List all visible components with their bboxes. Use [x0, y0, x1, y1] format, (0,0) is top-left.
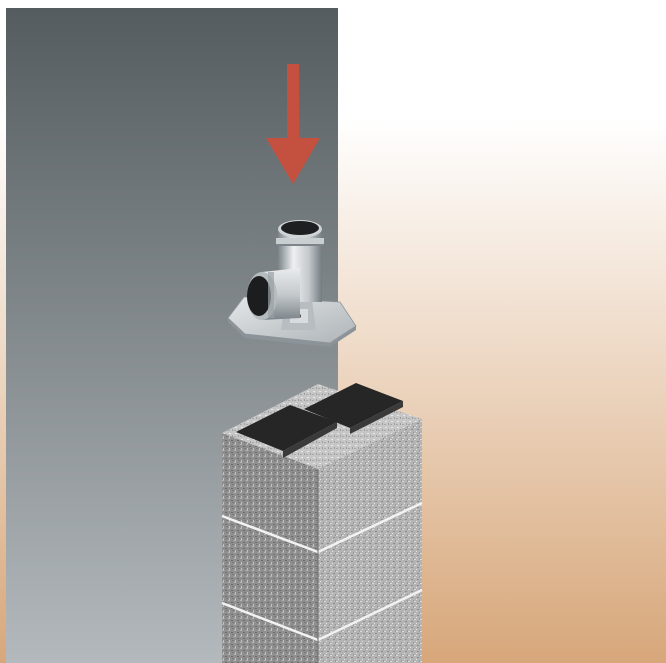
twin-flue-chimney-block — [222, 383, 422, 663]
chimney-face-left — [222, 433, 318, 663]
